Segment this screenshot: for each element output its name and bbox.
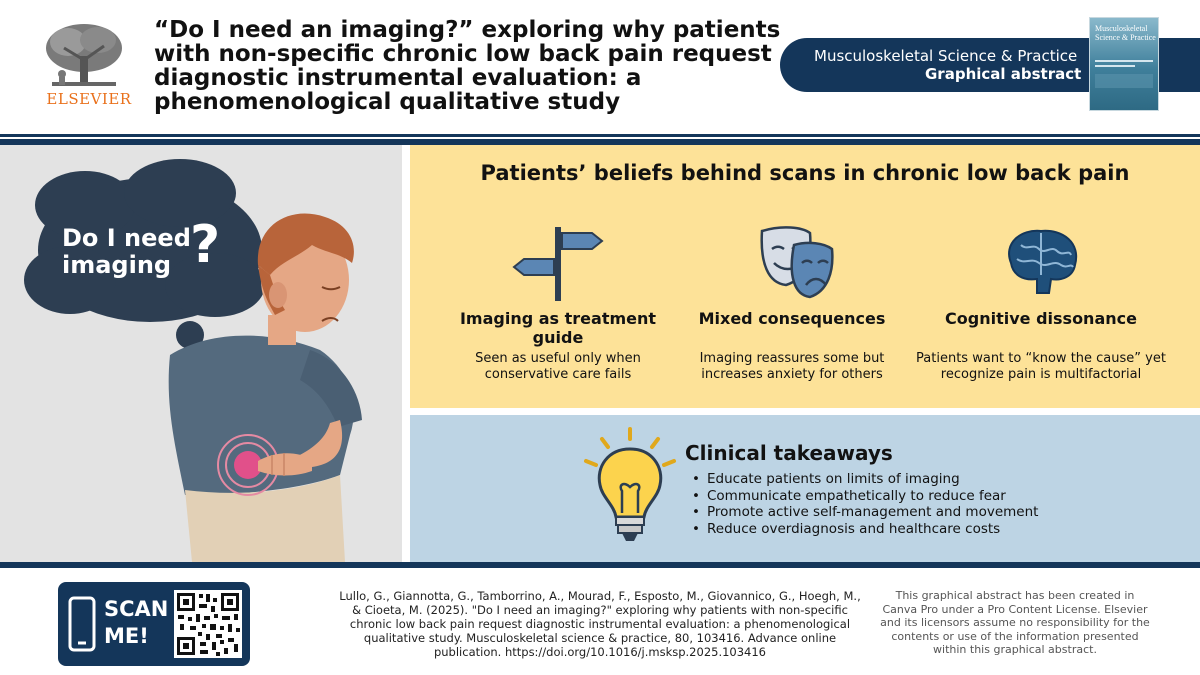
header-divider-thick — [0, 139, 1200, 145]
lightbulb-icon — [584, 427, 676, 541]
belief-text: Imaging reassures some but increases anx… — [699, 351, 885, 382]
header: ELSEVIER “Do I need an imaging?” explori… — [0, 0, 1200, 133]
elsevier-wordmark: ELSEVIER — [46, 90, 132, 108]
belief-heading: Cognitive dissonance — [945, 309, 1137, 328]
takeaways-title: Clinical takeaways — [685, 441, 893, 465]
belief-heading: Mixed consequences — [698, 309, 886, 328]
journal-name: Musculoskeletal Science & Practice — [814, 47, 1078, 65]
takeaway-item: Educate patients on limits of imaging — [692, 471, 1038, 488]
citation-text: Lullo, G., Giannotta, G., Tamborrino, A.… — [339, 589, 861, 659]
cover-artwork — [1095, 60, 1153, 88]
belief-text: Patients want to “know the cause” yet re… — [916, 351, 1166, 382]
illustration-panel: Do I need imaging ? — [0, 145, 402, 562]
brain-icon — [1008, 229, 1078, 294]
pain-spot — [217, 434, 279, 496]
takeaway-item: Communicate empathetically to reduce fea… — [692, 488, 1038, 505]
footer-divider — [0, 562, 1200, 568]
elsevier-tree-logo — [38, 20, 130, 88]
belief-text: Seen as useful only when conservative ca… — [475, 351, 641, 382]
takeaways-panel: Clinical takeaways Educate patients on l… — [410, 415, 1200, 562]
license-disclaimer: This graphical abstract has been created… — [880, 589, 1150, 656]
footer: SCAN ME! Lullo, G., Giannotta, G., Ta — [0, 568, 1200, 675]
theater-masks-icon — [760, 226, 834, 299]
journal-cover-image: Musculoskeletal Science & Practice — [1089, 17, 1159, 111]
scan-me-badge[interactable]: SCAN ME! — [58, 582, 250, 666]
belief-heading: Imaging as treatment guide — [459, 309, 657, 347]
beliefs-panel: Patients’ beliefs behind scans in chroni… — [410, 145, 1200, 408]
header-divider-thin — [0, 134, 1200, 137]
question-mark: ? — [190, 215, 221, 275]
patient-back-pain-illustration — [24, 159, 362, 562]
cover-title: Musculoskeletal Science & Practice — [1095, 24, 1156, 42]
article-title: “Do I need an imaging?” exploring why pa… — [154, 17, 781, 115]
beliefs-title: Patients’ beliefs behind scans in chroni… — [480, 161, 1130, 185]
bubble-question-text: Do I need imaging — [62, 224, 191, 279]
takeaway-item: Promote active self-management and movem… — [692, 504, 1038, 521]
smartphone-icon — [68, 596, 96, 652]
thought-bubble — [24, 159, 265, 367]
belief-mixed-consequences: Mixed consequences Imaging reassures som… — [667, 223, 917, 393]
takeaways-list: Educate patients on limits of imaging Co… — [692, 471, 1038, 537]
scan-me-text: SCAN ME! — [104, 597, 169, 648]
takeaway-item: Reduce overdiagnosis and healthcare cost… — [692, 521, 1038, 538]
graphical-abstract-label: Graphical abstract — [925, 65, 1082, 83]
signpost-icon — [512, 227, 604, 301]
belief-treatment-guide: Imaging as treatment guide Seen as usefu… — [433, 223, 683, 393]
qr-code[interactable] — [174, 590, 242, 658]
belief-cognitive-dissonance: Cognitive dissonance Patients want to “k… — [916, 223, 1166, 393]
